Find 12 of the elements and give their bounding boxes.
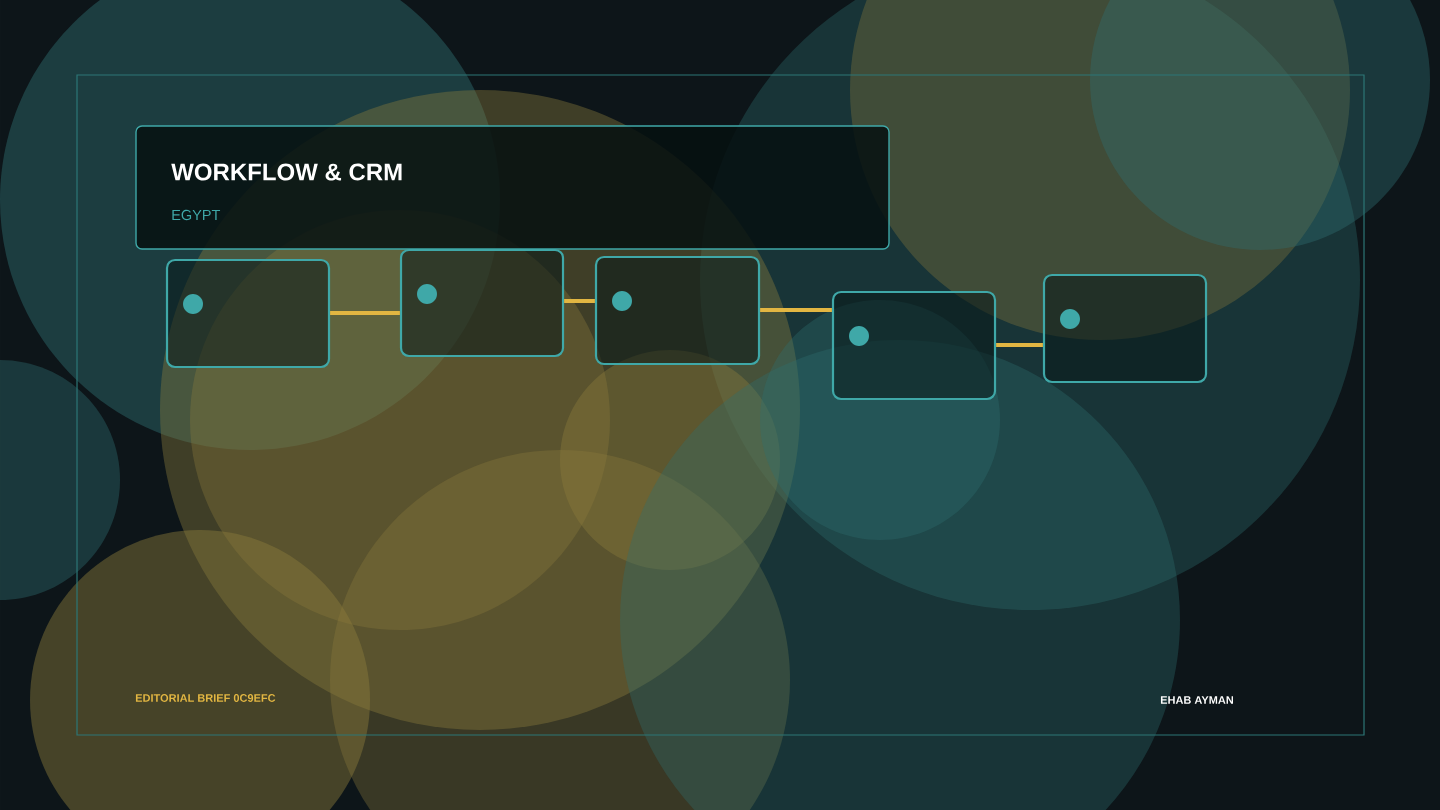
step-box — [399, 248, 565, 358]
connector-line — [330, 311, 400, 315]
caption-text: EDITORIAL BRIEF 0C9EFC — [135, 694, 276, 702]
step-box — [831, 290, 997, 401]
connector-line — [564, 299, 595, 303]
connector-line — [996, 343, 1043, 347]
connector-line — [760, 308, 832, 312]
caption-text: EHAB AYMAN — [1160, 696, 1233, 704]
step-box — [165, 258, 331, 369]
step-box — [594, 255, 761, 366]
step-box — [1042, 273, 1208, 384]
title-box: WORKFLOW & CRM EGYPT — [135, 125, 890, 250]
